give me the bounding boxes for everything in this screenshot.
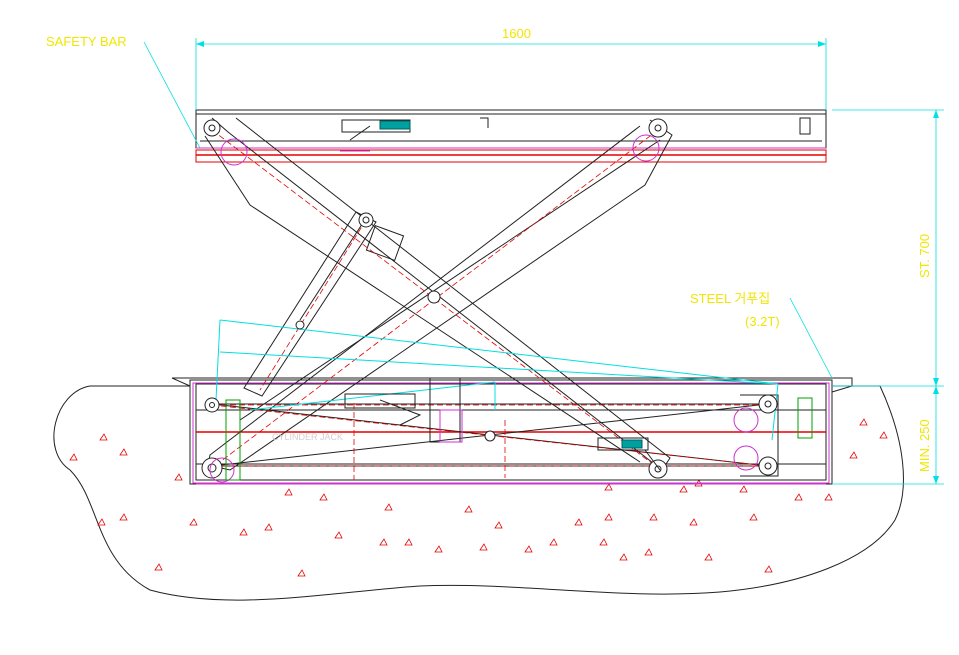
concrete-aggregate-marks bbox=[69, 418, 888, 577]
pit-magenta-frame bbox=[192, 382, 830, 485]
bottom-latch-mechanism bbox=[344, 377, 661, 471]
concrete-ground-outline bbox=[53, 385, 904, 601]
top-latch-mechanism bbox=[341, 119, 411, 141]
steel-cover-label: STEEL 거푸집 bbox=[690, 291, 770, 306]
cyan-reference-lines bbox=[215, 319, 779, 441]
dimension-width: 1600 bbox=[502, 26, 531, 41]
magenta-roller-circles bbox=[209, 134, 759, 483]
dimension-arrows bbox=[196, 41, 939, 484]
left-rail-details bbox=[225, 397, 813, 481]
pivot-points bbox=[201, 118, 778, 479]
safety-bar-label: SAFETY BAR bbox=[46, 34, 127, 49]
steel-cover-thickness-label: (3.2T) bbox=[745, 314, 780, 329]
dimension-stroke: ST. 700 bbox=[917, 234, 932, 278]
dimension-pit-depth: MIN. 250 bbox=[917, 419, 932, 472]
top-platform bbox=[195, 109, 827, 149]
upper-safety-bar bbox=[195, 149, 827, 163]
top-platform-magenta bbox=[196, 147, 826, 152]
cylinder-jack-label: CYLINDER JACK bbox=[272, 432, 343, 442]
scissor-center-lines bbox=[211, 129, 769, 480]
scissor-arms bbox=[204, 117, 779, 477]
dimension-lines bbox=[143, 38, 944, 485]
